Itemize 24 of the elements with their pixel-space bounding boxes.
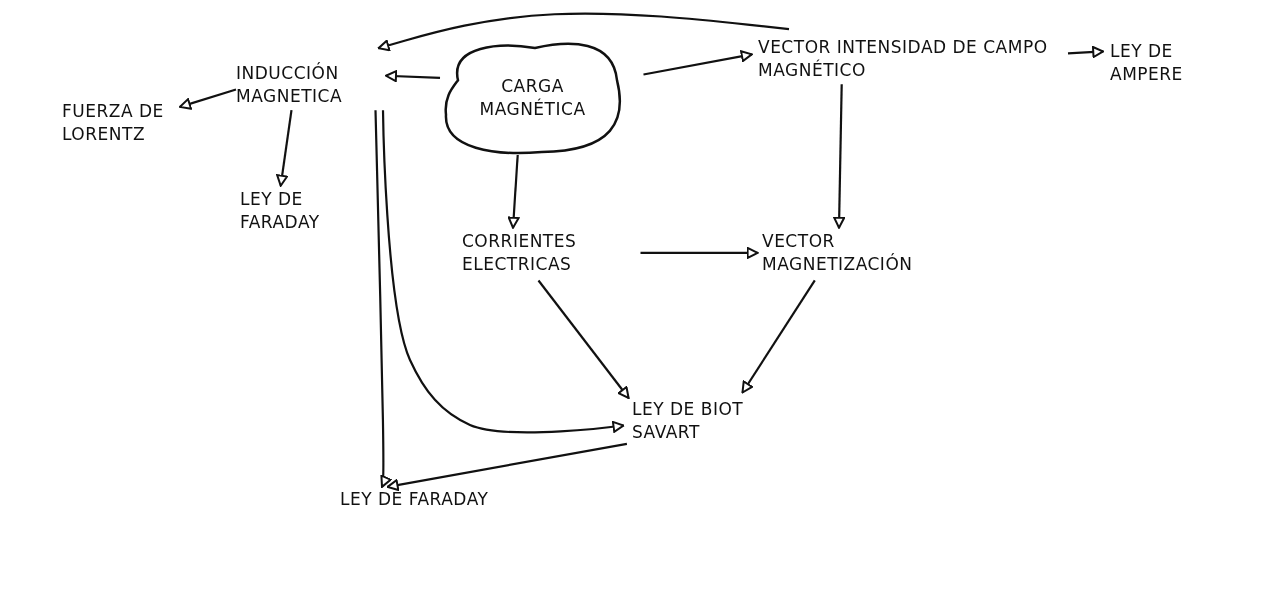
- concept-label: LEY DE FARADAY: [340, 488, 490, 511]
- arrow: [377, 12, 790, 52]
- arrow: [381, 110, 625, 434]
- concept-label: VECTOR INTENSIDAD DE CAMPO MAGNÉTICO: [758, 36, 1049, 82]
- arrow: [1067, 46, 1105, 58]
- arrow: [537, 279, 630, 399]
- arrow: [643, 50, 753, 76]
- arrow: [741, 279, 816, 394]
- concept-label: CORRIENTES ELECTRICAS: [462, 230, 578, 276]
- concept-label: FUERZA DE LORENTZ: [62, 100, 165, 146]
- concept-label: VECTOR MAGNETIZACIÓN: [762, 230, 914, 276]
- arrow: [386, 442, 628, 491]
- concept-label: LEY DE BIOT SAVART: [632, 398, 745, 444]
- arrow: [507, 154, 520, 229]
- arrow: [640, 246, 759, 259]
- concept-label: LEY DE AMPERE: [1110, 40, 1184, 86]
- concept-label: CARGA MAGNÉTICA: [478, 74, 587, 121]
- concept-label: INDUCCIÓN MAGNETICA: [236, 62, 344, 108]
- arrow: [385, 70, 441, 83]
- arrow: [374, 110, 392, 488]
- arrow: [833, 84, 846, 229]
- arrow: [179, 88, 237, 110]
- concept-label: LEY DE FARADAY: [240, 188, 321, 234]
- arrow: [276, 110, 293, 187]
